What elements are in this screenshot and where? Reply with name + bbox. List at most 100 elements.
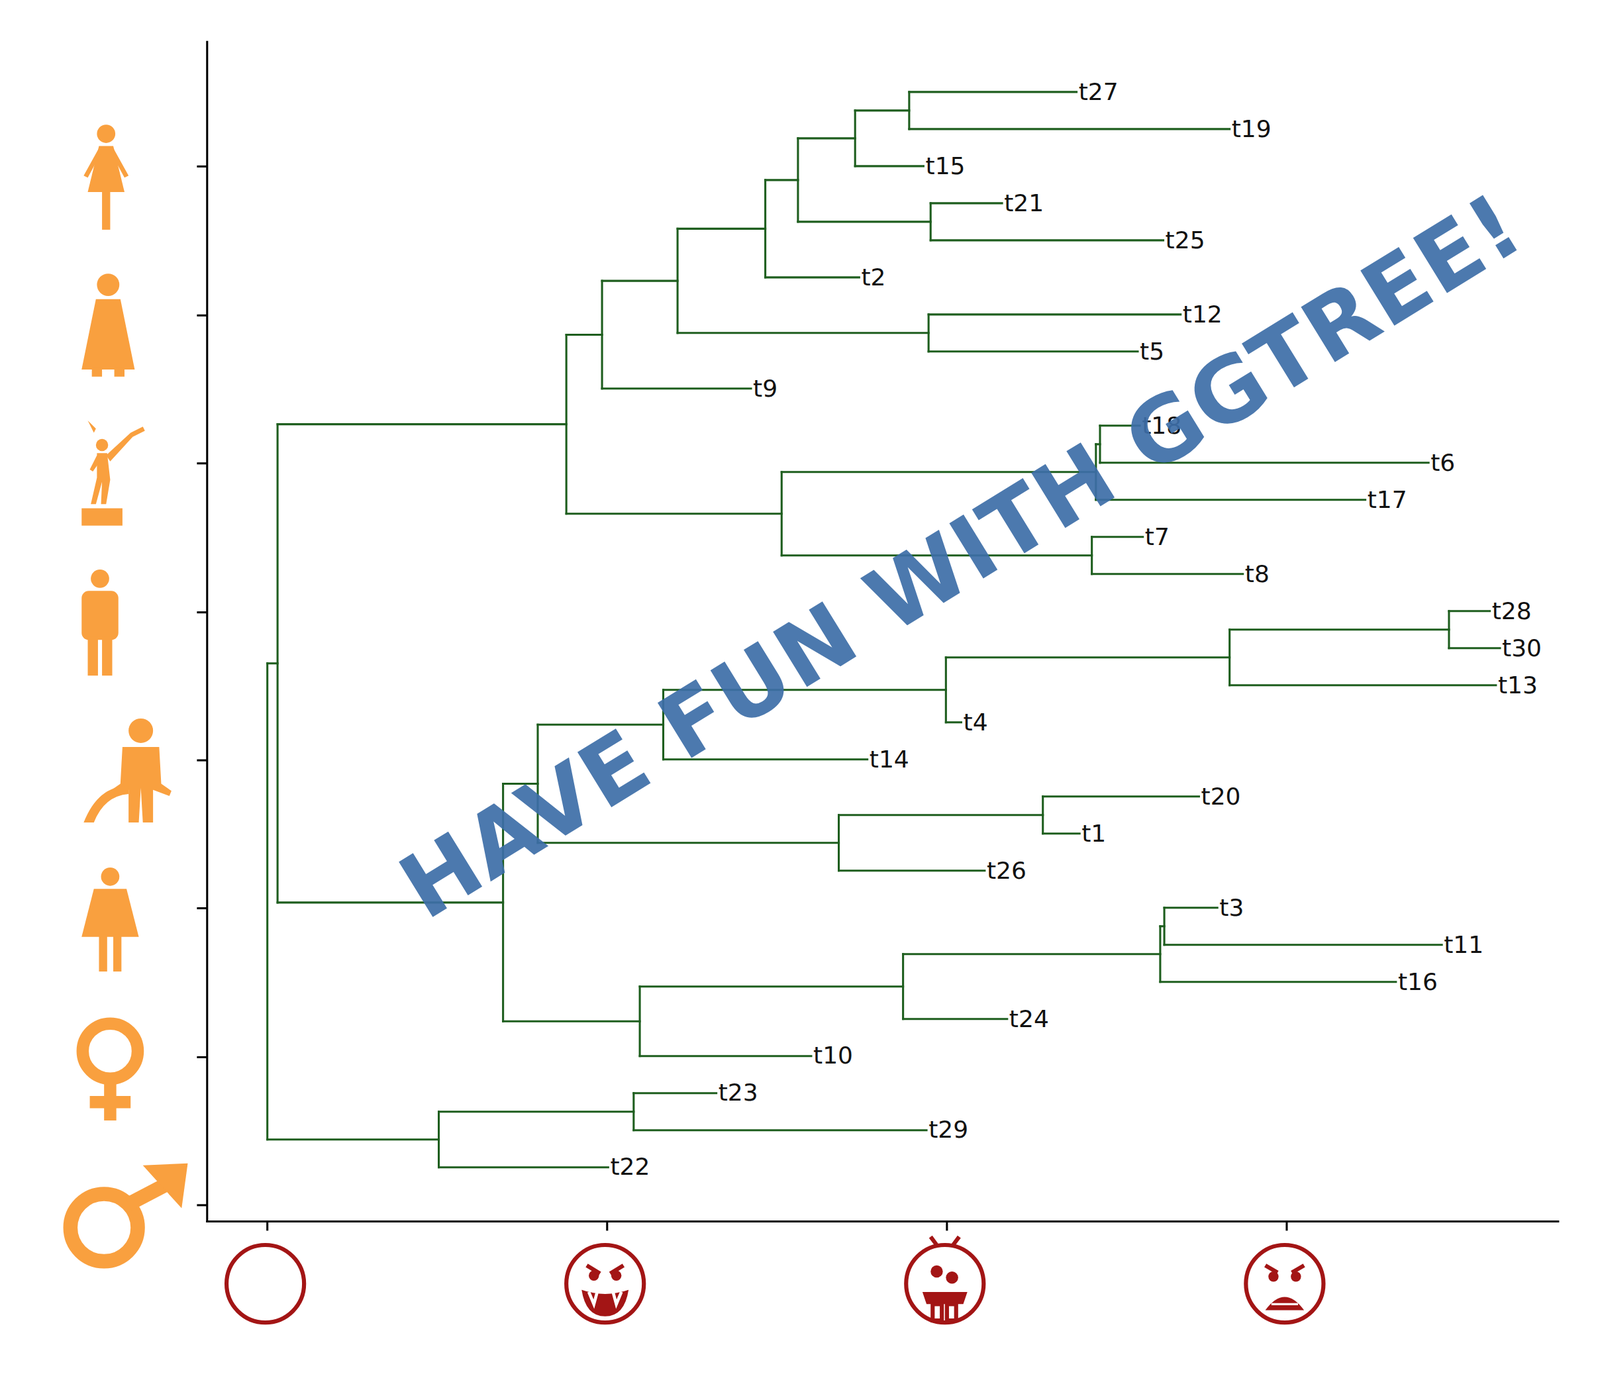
tree-branch — [945, 721, 961, 724]
tree-branch — [1164, 943, 1442, 946]
tip-label: t2 — [860, 265, 886, 290]
tip-label: t20 — [1201, 784, 1242, 809]
tree-branch — [1160, 925, 1165, 928]
x-tick — [605, 1221, 608, 1232]
tree-branch — [1092, 535, 1144, 538]
tree-branch — [677, 331, 929, 334]
tree-branch — [854, 164, 924, 167]
x-axis-icons — [226, 1237, 1324, 1323]
tree-branch — [503, 1020, 640, 1023]
tree-branch — [1092, 572, 1244, 575]
tip-label: t25 — [1165, 228, 1206, 253]
y-tick — [196, 1056, 207, 1059]
tree-branch — [601, 387, 751, 390]
tip-label: t26 — [986, 858, 1027, 883]
y-axis-icons — [70, 124, 188, 1261]
tip-label: t7 — [1145, 525, 1170, 550]
tree-branch — [537, 841, 840, 844]
tip-label: t30 — [1501, 636, 1542, 661]
tree-branch — [277, 423, 567, 426]
tip-label: t14 — [869, 747, 910, 772]
tree-branch — [1160, 980, 1397, 983]
tree-branch — [633, 1092, 717, 1095]
tip-label: t13 — [1498, 673, 1538, 698]
y-tick — [196, 1203, 207, 1206]
tree-branch — [439, 1110, 634, 1113]
tree-branch — [945, 656, 1230, 659]
tree-branch — [267, 1138, 440, 1141]
x-tick — [945, 1221, 948, 1232]
y-axis — [205, 41, 208, 1223]
tree-branch — [677, 227, 766, 230]
y-tick — [196, 759, 207, 762]
tree-branch — [566, 512, 782, 515]
tree-branch — [798, 137, 855, 140]
tree-branch — [1043, 795, 1200, 798]
man-icon — [81, 569, 118, 676]
tree-branch — [909, 90, 1077, 93]
tree-branch — [601, 280, 678, 283]
tree-branch — [903, 952, 1161, 955]
tree-branch — [928, 313, 1181, 316]
tip-label: t17 — [1367, 488, 1408, 512]
tip-label: t6 — [1430, 450, 1455, 475]
tree-branch — [854, 109, 910, 112]
statue-icon — [81, 420, 146, 526]
tip-label: t4 — [963, 710, 989, 735]
tip-label: t29 — [928, 1117, 969, 1142]
tree-branch — [909, 127, 1230, 130]
x-tick — [266, 1221, 269, 1232]
tip-label: t1 — [1081, 821, 1106, 846]
tip-label: t22 — [609, 1154, 650, 1179]
y-tick — [196, 314, 207, 317]
tip-label: t23 — [718, 1080, 759, 1105]
devil-face-icon — [566, 1245, 644, 1323]
x-tick — [1285, 1221, 1288, 1232]
tip-label: t3 — [1219, 896, 1244, 920]
woman-dress-icon — [81, 273, 135, 377]
tip-label: t28 — [1492, 599, 1532, 624]
x-axis — [205, 1220, 1559, 1223]
y-tick — [196, 462, 207, 465]
tree-branch — [1449, 647, 1500, 650]
tree-branch — [1043, 832, 1080, 835]
watermark-text: HAVE FUN WITH GGTREE! — [386, 178, 1536, 934]
tree-branch — [765, 178, 799, 181]
tree-branch — [267, 662, 278, 665]
tip-label: t10 — [813, 1043, 853, 1068]
tree-branch — [930, 201, 1002, 204]
y-tick — [196, 611, 207, 614]
tip-label: t11 — [1443, 933, 1484, 957]
tree-branch — [839, 869, 985, 872]
tree-branch — [439, 1166, 609, 1169]
tree-branch — [633, 1129, 927, 1132]
tip-label: t19 — [1231, 117, 1272, 142]
male-symbol — [70, 1163, 188, 1262]
tree-branch — [798, 220, 931, 223]
tip-label: t24 — [1009, 1007, 1050, 1032]
tree-branch — [1449, 609, 1491, 612]
tip-label: t12 — [1182, 302, 1223, 327]
tree-branch — [928, 350, 1138, 353]
empty-face-icon — [226, 1245, 304, 1323]
tree-branch — [839, 813, 1044, 816]
tree-branch — [930, 239, 1163, 242]
tree-branch — [639, 1054, 812, 1057]
tree-branch — [266, 663, 269, 1140]
tip-label: t21 — [1003, 191, 1044, 216]
tip-label: t9 — [752, 376, 778, 401]
tip-label: t16 — [1398, 970, 1438, 995]
tip-label: t27 — [1078, 80, 1119, 104]
goofy-face-icon — [905, 1237, 984, 1323]
tree-branch — [566, 333, 602, 336]
tip-label: t8 — [1245, 562, 1270, 587]
tree-branch — [765, 276, 860, 279]
tree-branch — [1164, 906, 1218, 909]
tip-label: t5 — [1139, 339, 1165, 364]
tree-branch — [1229, 684, 1497, 687]
y-tick — [196, 165, 207, 168]
woman-icon — [83, 124, 129, 230]
coat-person-icon — [81, 867, 139, 972]
tree-branch — [639, 985, 904, 988]
